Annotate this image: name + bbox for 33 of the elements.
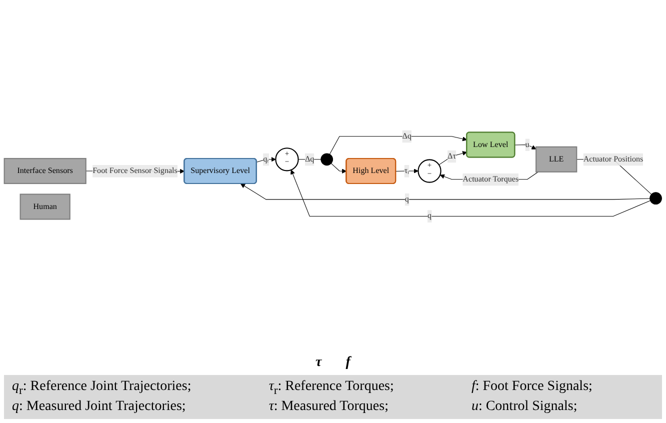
edge-label: Foot Force Sensor Signals xyxy=(92,166,178,176)
arrow xyxy=(330,163,347,174)
edge-label: Actuator Positions xyxy=(583,155,644,164)
edge-label: Δq xyxy=(402,132,412,141)
node-box xyxy=(536,146,578,173)
node-box xyxy=(20,194,70,220)
key-entry: τ: Measured Torques; xyxy=(268,399,390,415)
edge-label: q xyxy=(404,195,409,204)
key-entry: τ$_{r}$: Reference Torques; xyxy=(268,379,395,397)
edge-label: q xyxy=(428,212,432,221)
edge-label: Actuator Torques xyxy=(462,175,519,184)
key-entry: f: Foot Force Signals; xyxy=(471,379,594,396)
node-circle xyxy=(320,154,334,166)
node-circle xyxy=(275,148,299,172)
edge-label: Δq xyxy=(304,155,314,164)
signal-symbol: f xyxy=(346,355,350,372)
arrow xyxy=(438,151,468,166)
node-circle xyxy=(418,160,442,184)
node-circle xyxy=(650,192,662,205)
edge-label: Δτ xyxy=(448,152,456,161)
arrow xyxy=(329,136,468,155)
node-box xyxy=(4,158,86,184)
key-entry: u: Control Signals; xyxy=(471,399,578,415)
arrow xyxy=(240,184,650,200)
key-entry: q: Measured Joint Trajectories; xyxy=(12,399,187,415)
arrow xyxy=(396,168,418,174)
signal-symbol: τ xyxy=(316,355,322,372)
key-entry: q$_{r}$: Reference Joint Trajectories; xyxy=(12,379,192,397)
edge-label: qᵣ xyxy=(263,155,269,164)
arrow xyxy=(256,157,276,163)
arrow xyxy=(514,144,536,150)
edge-label: τᵣ xyxy=(404,166,410,176)
edge-label: u xyxy=(525,140,530,150)
